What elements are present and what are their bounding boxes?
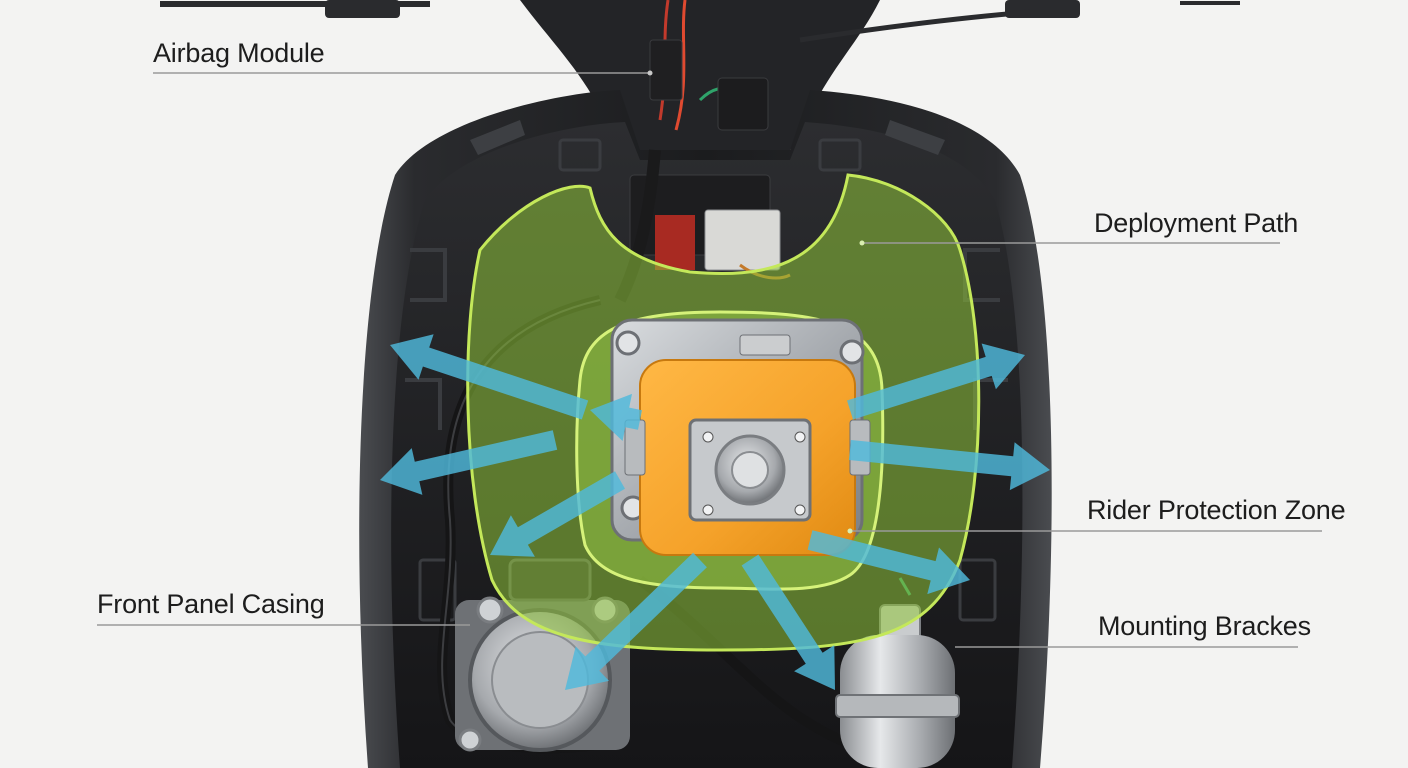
leader-dot-deployment-path [859,240,865,246]
deployment-arrow-icon [849,440,1050,491]
handlebar-neck [160,0,1240,150]
deployment-arrow-icon [565,552,707,690]
deployment-arrow-icon [390,334,589,420]
deployment-arrow-icon [807,530,970,595]
deployment-arrow-icon [380,430,558,495]
deployment-arrow-icon [590,393,642,441]
label-rider-protection-zone: Rider Protection Zone [1087,495,1346,525]
label-airbag-module: Airbag Module [153,38,325,68]
airbag-module [610,318,871,556]
deployment-arrow-icon [490,471,625,557]
deployment-arrows [380,334,1050,690]
leader-dot-rider-protection [847,528,853,534]
leader-dot-airbag-module [647,70,653,76]
leader-lines [97,70,1322,648]
label-deployment-path: Deployment Path [1094,208,1299,238]
deployment-arrow-icon [847,343,1025,420]
label-front-panel-casing: Front Panel Casing [97,589,325,619]
inflator-canister [835,577,960,768]
deployment-arrow-icon [741,554,835,690]
upper-bracket [614,149,791,303]
label-mounting-brackets: Mounting Brackes [1098,611,1311,641]
